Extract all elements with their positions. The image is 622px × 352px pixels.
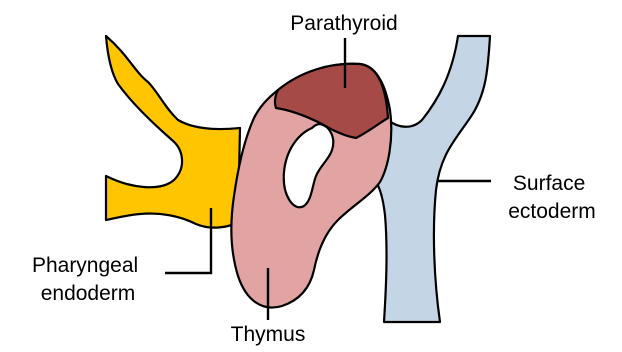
surface-ectoderm-label-line2: ectoderm: [508, 200, 596, 223]
pharyngeal-endoderm-label-line2: endoderm: [41, 282, 136, 305]
surface-ectoderm-label: Surface ectoderm: [508, 172, 596, 223]
pharyngeal-endoderm-region: [106, 36, 240, 228]
surface-ectoderm-label-line1: Surface: [513, 172, 585, 195]
parathyroid-label: Parathyroid: [290, 12, 397, 35]
thymus-label: Thymus: [231, 323, 306, 346]
surface-ectoderm-region: [376, 36, 490, 322]
pharyngeal-endoderm-label: Pharyngeal endoderm: [32, 254, 144, 305]
pharyngeal-endoderm-label-line1: Pharyngeal: [32, 254, 138, 277]
